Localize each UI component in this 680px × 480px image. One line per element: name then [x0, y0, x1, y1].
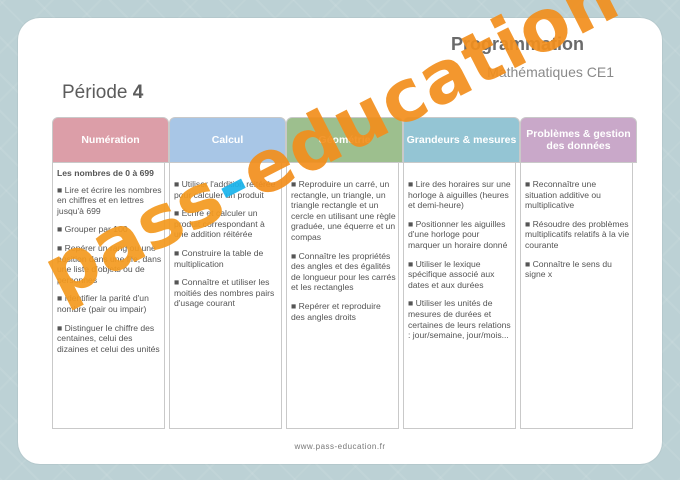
list-item: ■ Grouper par 100	[57, 224, 128, 235]
column-header-numeration: Numération	[52, 117, 169, 163]
list-item: ■ Identifier la parité d'un nombre (pair…	[57, 293, 149, 314]
page-subtitle: Mathématiques CE1	[487, 64, 614, 80]
list-item: ■ Repérer et reproduire des angles droit…	[291, 300, 381, 322]
column-body-calcul: ■ Utiliser l'addition réitérée pour calc…	[169, 163, 282, 429]
column-numeration: Numération Les nombres de 0 à 699 ■ Lire…	[52, 117, 169, 431]
column-body-geometrie: ■ Reproduire un carré, un rectangle, un …	[286, 163, 399, 429]
list-item: ■ Reproduire un carré, un rectangle, un …	[291, 179, 396, 242]
column-grandeurs-mesures: Grandeurs & mesures ■ Lire des horaires …	[403, 117, 520, 431]
column-calcul: Calcul ■ Utiliser l'addition réitérée po…	[169, 117, 286, 431]
list-item: ■ Écrire et calculer un produit correspo…	[174, 208, 265, 240]
column-header-problemes: Problèmes & gestion des données	[520, 117, 637, 163]
list-item: ■ Distinguer le chiffre des centaines, c…	[57, 322, 160, 354]
footer-url: www.pass-education.fr	[294, 442, 386, 451]
list-item: ■ Reconnaître une situation additive ou …	[525, 179, 601, 211]
list-item: ■ Connaître le sens du signe x	[525, 258, 612, 280]
list-item: ■ Lire et écrire les nombres en chiffres…	[57, 184, 162, 216]
column-geometrie: Géométrie ■ Reproduire un carré, un rect…	[286, 117, 403, 431]
list-item: Les nombres de 0 à 699	[57, 168, 154, 178]
list-item: ■ Connaître les propriétés des angles et…	[291, 250, 396, 293]
list-item: ■ Utiliser les unités de mesures de duré…	[408, 298, 511, 341]
list-item: ■ Utiliser le lexique spécifique associé…	[408, 258, 495, 290]
list-item: ■ Construire la table de multiplication	[174, 247, 264, 269]
period-label: Période	[62, 82, 128, 103]
column-header-grandeurs-mesures: Grandeurs & mesures	[403, 117, 520, 163]
page-title: Programmation	[450, 34, 584, 54]
column-header-geometrie: Géométrie	[286, 117, 403, 163]
page-card	[18, 18, 662, 464]
programme-table: Numération Les nombres de 0 à 699 ■ Lire…	[52, 117, 637, 431]
list-item: ■ Positionner les aiguilles d'une horlog…	[408, 218, 508, 250]
column-body-problemes: ■ Reconnaître une situation additive ou …	[520, 163, 633, 429]
list-item: ■ Repérer un rang ou une position dans u…	[57, 242, 162, 285]
list-item: ■ Résoudre des problèmes multiplicatifs …	[525, 218, 630, 250]
list-item: ■ Utiliser l'addition réitérée pour calc…	[174, 179, 276, 200]
column-header-calcul: Calcul	[169, 117, 286, 163]
list-item: ■ Lire des horaires sur une horloge à ai…	[408, 179, 511, 211]
period-number: 4	[132, 82, 144, 103]
list-item: ■ Connaître et utiliser les moitiés des …	[174, 277, 275, 309]
column-problemes: Problèmes & gestion des données ■ Reconn…	[520, 117, 637, 431]
column-body-numeration: Les nombres de 0 à 699 ■ Lire et écrire …	[52, 163, 165, 429]
period-heading: Période 4	[62, 82, 143, 104]
column-body-grandeurs-mesures: ■ Lire des horaires sur une horloge à ai…	[403, 163, 516, 429]
